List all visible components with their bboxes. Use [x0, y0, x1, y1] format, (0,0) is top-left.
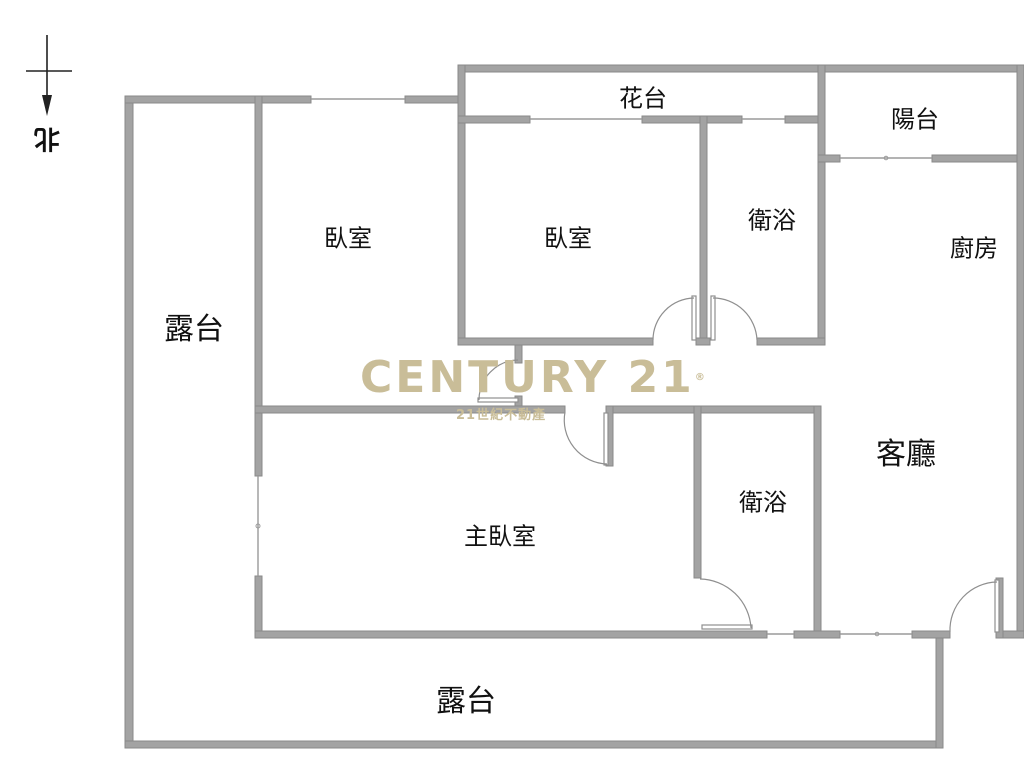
room-label-flower-bed: 花台 — [619, 84, 667, 113]
room-label-balcony: 陽台 — [891, 105, 939, 134]
room-label-kitchen: 廚房 — [950, 234, 998, 263]
walls — [124, 64, 1024, 749]
brand-text: CENTURY 21 — [360, 352, 695, 403]
watermark-subtitle: 21世紀不動產 — [456, 408, 547, 423]
registered-mark: ® — [694, 372, 705, 383]
windows — [255, 98, 932, 637]
room-label-bedroom-2: 臥室 — [544, 224, 592, 253]
north-arrow-icon — [26, 35, 72, 116]
century21-watermark: CENTURY 21® — [360, 356, 705, 400]
room-label-bathroom-1: 衛浴 — [748, 206, 796, 235]
room-label-terrace-bottom: 露台 — [436, 684, 496, 719]
room-label-master-bedroom: 主臥室 — [464, 522, 536, 551]
room-label-bedroom-1: 臥室 — [324, 224, 372, 253]
room-label-bathroom-2: 衛浴 — [739, 488, 787, 517]
doors — [477, 295, 1000, 633]
north-label: 北 — [34, 123, 61, 153]
room-label-terrace-left: 露台 — [164, 312, 224, 347]
room-label-living-room: 客廳 — [876, 437, 936, 472]
